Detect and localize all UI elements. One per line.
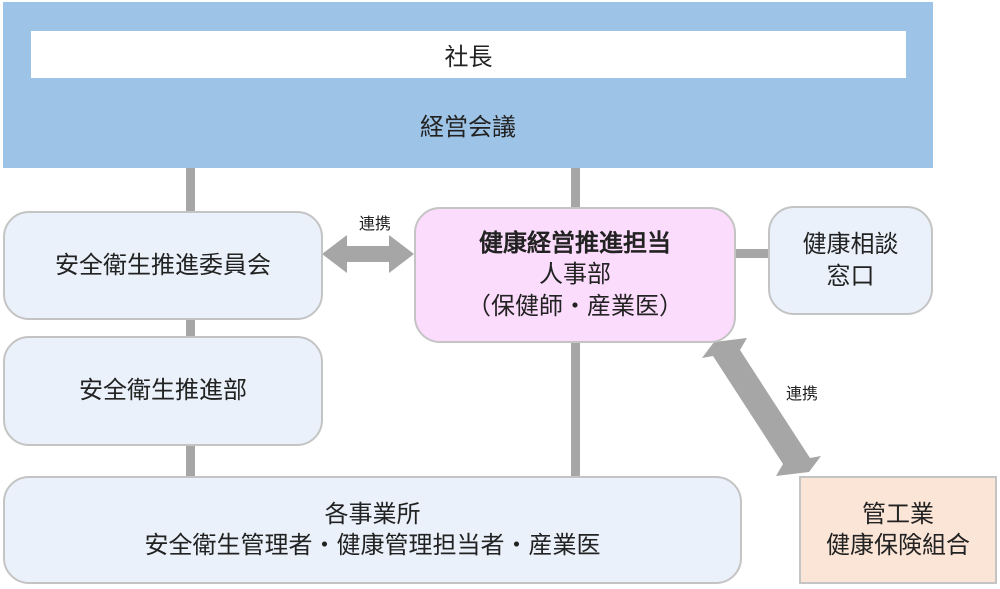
link-label-left: 連携 [358,214,391,233]
connector-band-to-committee [186,168,195,212]
connector-committee-to-department [186,319,195,337]
health-insurance-union-box: 管工業 健康保険組合 [799,476,997,584]
connector-health-to-consult [735,249,769,258]
double-arrow-committee-health [322,235,414,273]
management-meeting-label: 経営会議 [420,112,516,141]
link-label-right: 連携 [785,384,818,403]
safety-department-box: 安全衛生推進部 [3,336,323,446]
president-box: 社長 [31,31,906,78]
connector-department-to-sites [186,445,195,477]
health-management-box: 健康経営推進担当 人事部 （保健師・産業医） [414,207,736,343]
health-management-staff: （保健師・産業医） [467,291,683,320]
connector-health-to-sites [571,342,580,476]
double-arrow-health-union [702,338,821,476]
health-consultation-box: 健康相談 窓口 [768,206,933,315]
safety-committee-box: 安全衛生推進委員会 [3,211,323,320]
president-label: 社長 [444,43,493,71]
health-management-dept: 人事部 [539,260,611,289]
management-band [3,2,933,168]
health-management-title: 健康経営推進担当 [479,229,671,258]
business-sites-box: 各事業所 安全衛生管理者・健康管理担当者・産業医 [3,476,742,584]
sites-title: 各事業所 [324,499,421,528]
sites-roles: 安全衛生管理者・健康管理担当者・産業医 [144,531,601,559]
connector-band-to-health [571,168,580,208]
